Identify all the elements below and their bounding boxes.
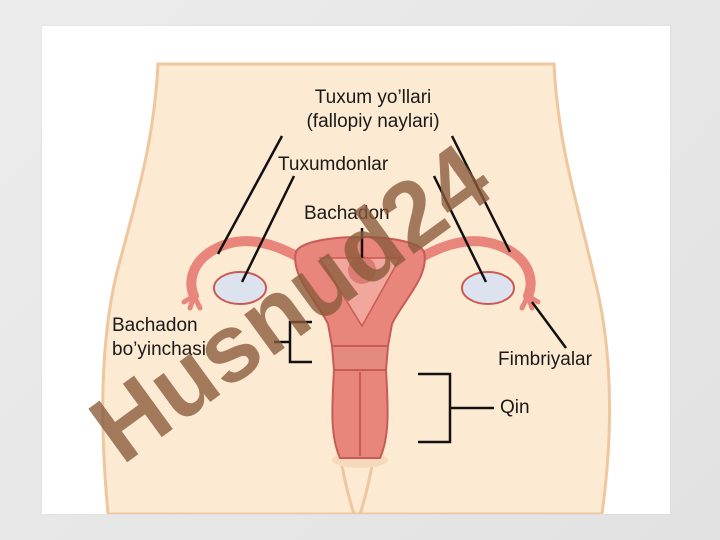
label-fimbriae: Fimbriyalar [498, 349, 592, 370]
pointer-fallopian-left [216, 135, 284, 255]
pointer-fallopian-right [450, 135, 512, 253]
right-ovary [461, 271, 515, 305]
label-fallopian-tubes: Tuxum yo’llari (fallopiy naylari) [264, 86, 482, 134]
watermark-layer: Husnud24 [71, 124, 509, 483]
uterus-center [348, 256, 376, 284]
groin-lines [340, 465, 374, 514]
label-vagina: Qin [500, 397, 530, 418]
pointer-lines [216, 135, 568, 444]
left-fallopian-tube [186, 236, 305, 301]
left-ovary [213, 271, 267, 305]
pointer-ovary-right [432, 175, 488, 283]
label-fallopian-line1: Tuxum yo’llari [314, 87, 432, 108]
label-cervix: Bachadon bo’yinchasi [112, 314, 206, 362]
bracket-vagina [418, 372, 494, 444]
anatomy-illustration [101, 62, 612, 514]
anatomy-figure: Tuxum yo’llari (fallopiy naylari) Tuxumd… [42, 26, 670, 514]
watermark-text: Husnud24 [71, 124, 509, 483]
pointer-ovary-left [240, 175, 296, 283]
right-fimbriae [519, 293, 541, 311]
label-cervix-line2: bo’yinchasi [112, 339, 206, 360]
pointer-fimbriae [530, 301, 568, 349]
left-fimbriae [181, 293, 203, 311]
bracket-cervix [274, 320, 312, 364]
label-ovaries: Tuxumdonlar [278, 154, 389, 175]
label-cervix-line1: Bachadon [112, 315, 198, 336]
watermark: Husnud24 [71, 124, 509, 483]
label-fallopian-line2: (fallopiy naylari) [306, 111, 440, 132]
label-uterus: Bachadon [304, 203, 390, 224]
